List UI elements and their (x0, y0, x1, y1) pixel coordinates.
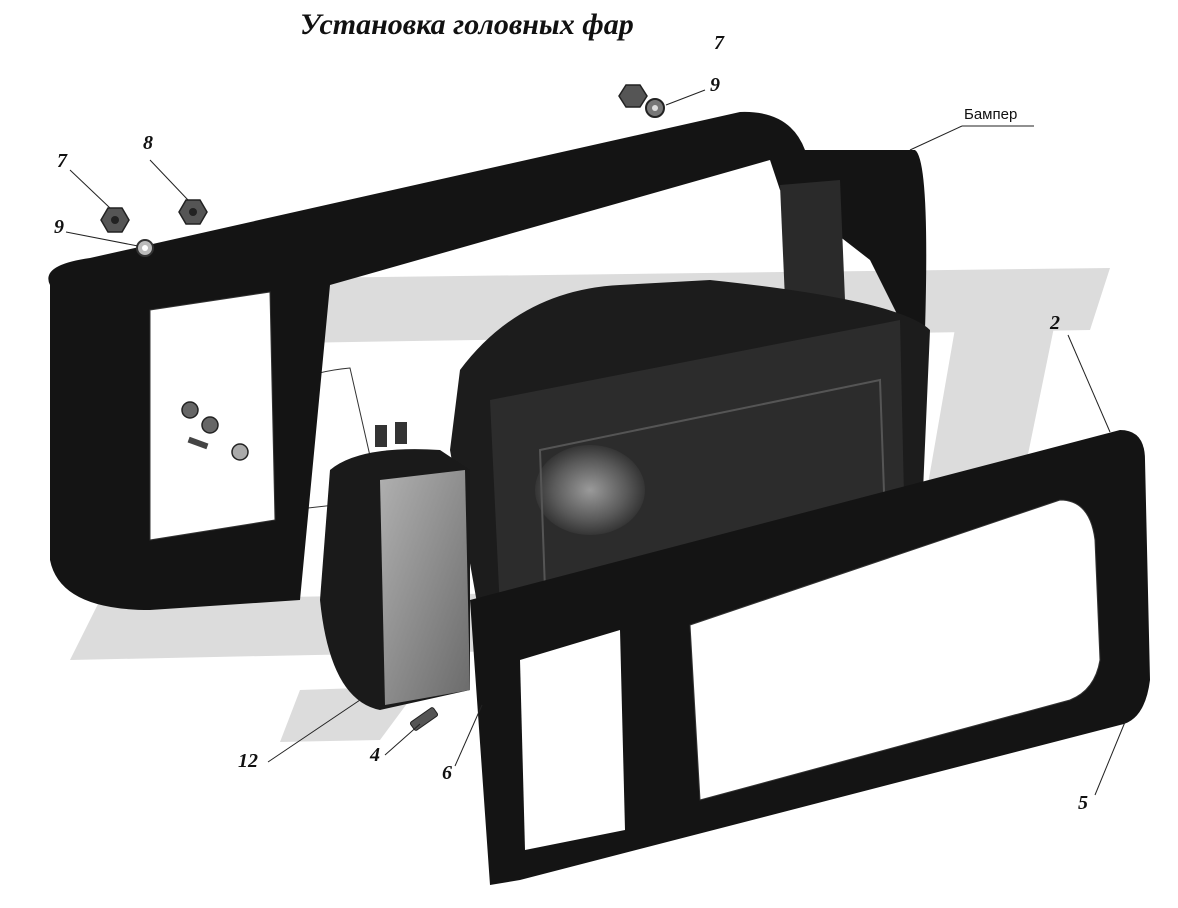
bolt-4 (409, 707, 439, 731)
bumper-part (48, 111, 927, 611)
leader-lines (65, 89, 1126, 796)
callout-8: 8 (143, 132, 153, 154)
washer-9-left (136, 239, 154, 257)
nut-8 (178, 199, 208, 225)
callout-6: 6 (442, 762, 452, 784)
bracket-nuts (181, 401, 249, 461)
front-frame-part (470, 430, 1150, 885)
callout-9-left: 9 (54, 216, 64, 238)
washer-9-top (645, 98, 665, 118)
nut-7-left (100, 207, 130, 233)
page-title: Установка головных фар (300, 8, 634, 41)
callout-4: 4 (370, 744, 380, 766)
callout-7-top: 7 (714, 32, 724, 54)
callout-5: 5 (1078, 792, 1088, 814)
callout-7-left: 7 (57, 150, 67, 172)
side-lamp (320, 422, 470, 710)
nut-7-top (618, 84, 648, 108)
callout-bumper: Бампер (964, 106, 1018, 123)
callout-2: 2 (1050, 312, 1060, 334)
callout-12: 12 (238, 750, 258, 772)
callout-9-top: 9 (710, 74, 720, 96)
